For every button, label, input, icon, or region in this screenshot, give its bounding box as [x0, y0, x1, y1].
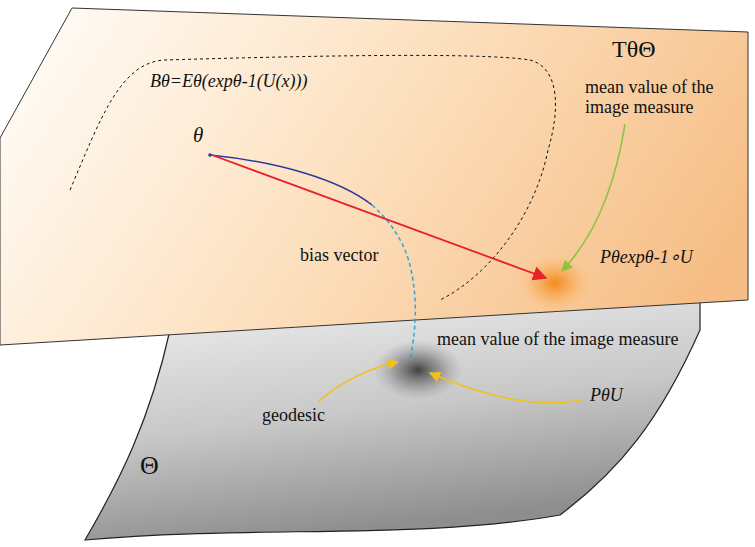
tangent-plane — [0, 8, 748, 345]
callout-text: geodesic — [262, 406, 325, 426]
theta-point — [208, 153, 212, 157]
space-label: TθΘ — [612, 36, 656, 62]
leader-arrow — [430, 373, 582, 403]
formula-label: Bθ=Eθ(expθ-1(U(x))) — [150, 72, 308, 92]
callout-text: mean value of the image measure — [437, 330, 678, 350]
dotted-region — [70, 55, 555, 300]
measure-label: PθU — [590, 386, 623, 406]
leader-arrow — [318, 362, 398, 402]
manifold-surface — [85, 300, 700, 540]
arrow-label: bias vector — [300, 246, 378, 266]
image-measure-glow — [517, 253, 593, 313]
bias-vector-arrow — [212, 155, 546, 278]
manifold-label: Θ — [140, 452, 159, 481]
point-label: θ — [193, 124, 203, 147]
measure-label: Pθexpθ-1∘U — [600, 248, 693, 268]
callout-text: mean value of the image measure — [585, 78, 735, 118]
